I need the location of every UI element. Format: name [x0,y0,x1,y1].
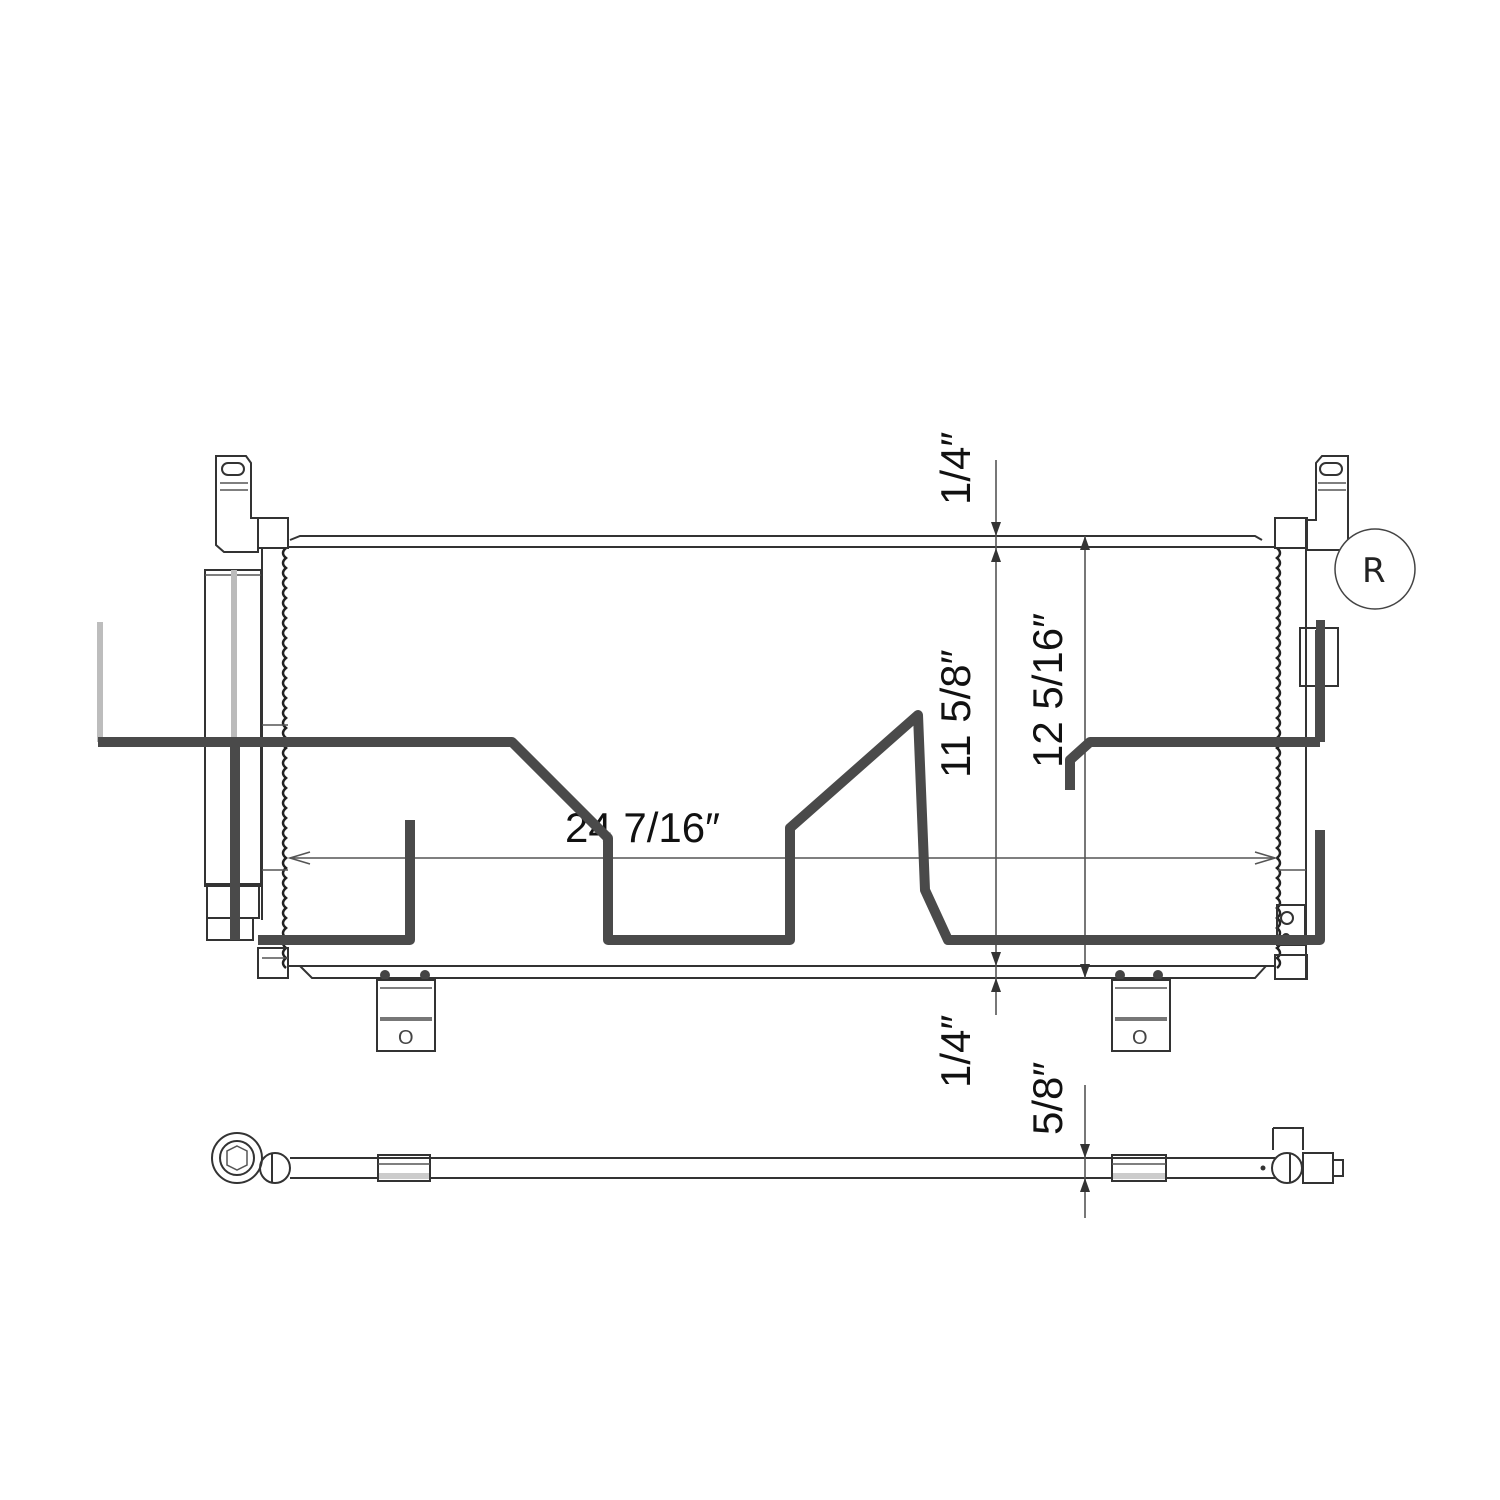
left-top-bracket [215,455,259,553]
bracket-label: O [1132,1027,1148,1049]
fitting-port-icon [1280,911,1294,925]
inlet-fitting [211,1132,291,1184]
front-view: O O [204,455,1349,1052]
dimension-overall-height: 12 5/16″ [1024,536,1090,978]
bottom-bracket-right: O [1111,970,1171,1052]
bottom-offset-label: 1/4″ [932,1015,979,1088]
dimension-core-height: 1/4″ 11 5/8″ 1/4″ [932,432,1001,1088]
bracket-label: O [398,1027,414,1049]
right-top-bracket [1305,455,1349,551]
top-offset-label: 1/4″ [932,432,979,505]
dimension-width: 24 7/16″ [287,804,1278,865]
registered-trademark-icon: R [1334,528,1416,610]
right-fin-edge [1275,547,1282,969]
thickness-label: 5/8″ [1024,1062,1071,1135]
outlet-fitting [1260,1127,1344,1184]
left-fin-edge [281,547,288,969]
bottom-view [211,1127,1344,1184]
dimension-thickness: 5/8″ [1024,1062,1090,1218]
top-rail [288,535,1275,548]
width-dimension-label: 24 7/16″ [565,804,720,851]
watermark-logo [97,622,1325,945]
bottom-bracket-left: O [376,970,436,1052]
bottom-view-bracket-left [377,1154,431,1182]
svg-text:R: R [1362,551,1386,591]
overall-height-label: 12 5/16″ [1024,613,1071,768]
core-height-label: 11 5/8″ [932,649,979,778]
bottom-view-bracket-right [1111,1154,1167,1182]
bottom-rail [288,965,1275,979]
